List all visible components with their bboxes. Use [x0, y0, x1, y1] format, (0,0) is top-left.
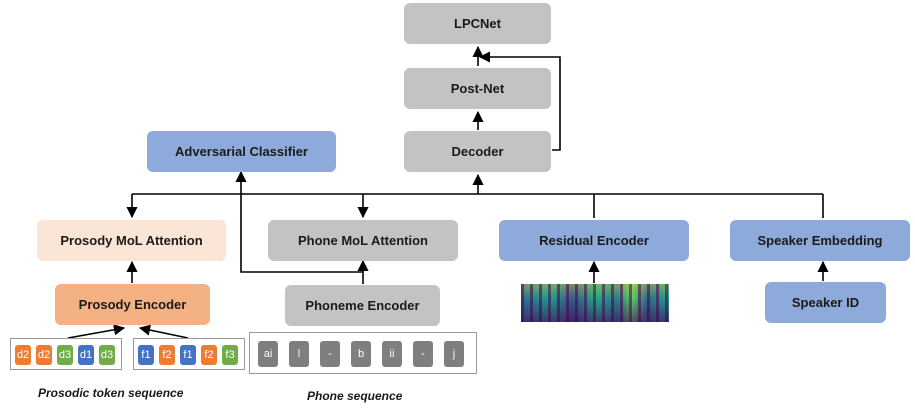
lpcnet-block: LPCNet — [404, 3, 551, 44]
f0-token: f1 — [138, 345, 154, 365]
speaker-id-block: Speaker ID — [765, 282, 886, 323]
adversarial-classifier-block: Adversarial Classifier — [147, 131, 336, 172]
f0-token: f2 — [201, 345, 217, 365]
prosody-mol-attention-block: Prosody MoL Attention — [37, 220, 226, 261]
arrow-f-tokens-to-encoder — [138, 324, 189, 339]
adversarial-classifier-label: Adversarial Classifier — [175, 144, 308, 159]
f0-token: f3 — [222, 345, 238, 365]
arrow-decoder-skip — [478, 51, 561, 151]
phoneme-encoder-label: Phoneme Encoder — [305, 298, 420, 313]
residual-encoder-label: Residual Encoder — [539, 233, 649, 248]
speaker-embedding-label: Speaker Embedding — [757, 233, 883, 248]
lpcnet-label: LPCNet — [454, 16, 501, 31]
arrow-d-tokens-to-encoder — [67, 324, 126, 339]
duration-token: d2 — [15, 345, 31, 365]
prosody-encoder-label: Prosody Encoder — [78, 297, 187, 312]
phone-token: j — [444, 341, 464, 367]
f0-token: f2 — [159, 345, 175, 365]
phone-token: - — [320, 341, 340, 367]
postnet-label: Post-Net — [450, 81, 505, 96]
residual-encoder-block: Residual Encoder — [499, 220, 689, 261]
speaker-id-label: Speaker ID — [791, 295, 860, 310]
phone-token: - — [413, 341, 433, 367]
decoder-block: Decoder — [404, 131, 551, 172]
phone-token: ii — [382, 341, 402, 367]
phoneme-encoder-block: Phoneme Encoder — [285, 285, 440, 326]
speaker-embedding-block: Speaker Embedding — [730, 220, 910, 261]
arrow-to-adversarial-classifier — [235, 170, 363, 273]
duration-token: d3 — [57, 345, 73, 365]
duration-token: d1 — [78, 345, 94, 365]
prosody-encoder-block: Prosody Encoder — [55, 284, 210, 325]
f0-token: f1 — [180, 345, 196, 365]
duration-token: d3 — [99, 345, 115, 365]
phone-token: b — [351, 341, 371, 367]
phone-mol-attention-block: Phone MoL Attention — [268, 220, 458, 261]
phone-token: l — [289, 341, 309, 367]
prosodic-sequence-caption: Prosodic token sequence — [38, 386, 184, 400]
duration-token: d2 — [36, 345, 52, 365]
spectrogram-image — [521, 284, 669, 322]
decoder-label: Decoder — [451, 144, 504, 159]
prosody-mol-attention-label: Prosody MoL Attention — [60, 233, 203, 248]
postnet-block: Post-Net — [404, 68, 551, 109]
phone-sequence-caption: Phone sequence — [307, 389, 403, 403]
phone-mol-attention-label: Phone MoL Attention — [298, 233, 428, 248]
phone-token: ai — [258, 341, 278, 367]
